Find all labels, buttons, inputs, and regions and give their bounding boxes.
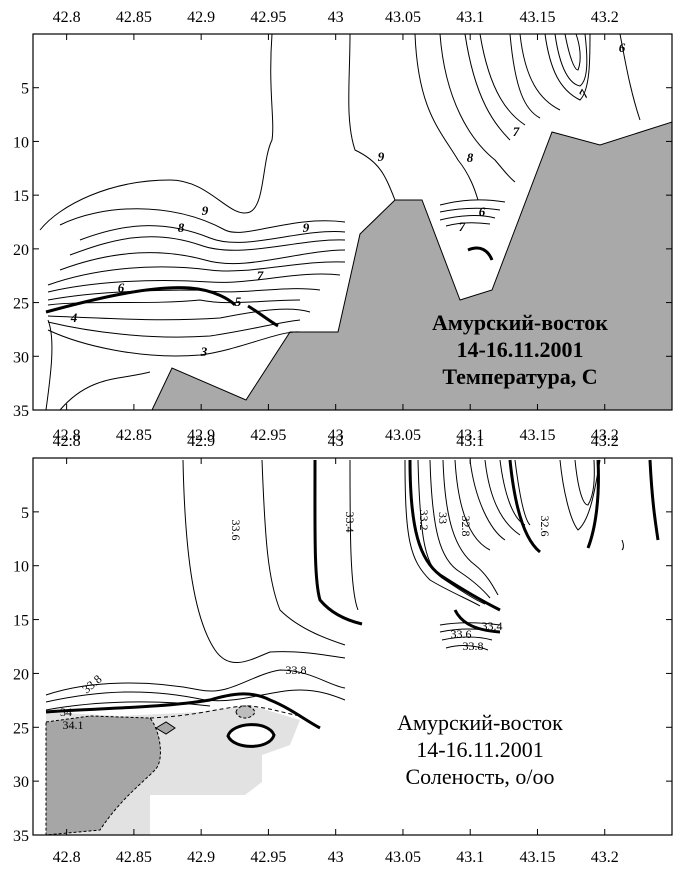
contour-label: 9 — [202, 203, 209, 218]
contour-label: 34.1 — [63, 718, 84, 732]
contour-label: 32.6 — [538, 516, 552, 537]
x-tick-top-label: 42.85 — [116, 9, 152, 26]
contour-label: 33 — [436, 512, 450, 524]
x-tick-top-label: 43.1 — [456, 9, 484, 26]
x-tick-bottom-label: 43 — [328, 849, 344, 866]
y-tick-label: 25 — [13, 720, 29, 737]
x-tick-top-label: 42.9 — [187, 9, 215, 26]
y-tick-label: 30 — [13, 349, 29, 366]
y-tick-label: 15 — [13, 613, 29, 630]
salinity-bold-isolines — [45, 459, 660, 730]
contour-label: 32.8 — [459, 516, 473, 537]
annotation-line: 14-16.11.2001 — [416, 737, 544, 762]
temperature-isolines — [39, 33, 641, 411]
contour-label: 33.6 — [229, 520, 243, 541]
y-tick-label: 5 — [21, 505, 29, 522]
contour-label: 6 — [118, 280, 125, 295]
salinity-frame — [32, 457, 673, 836]
x-tick-top-label: 43.2 — [591, 9, 619, 26]
x-tick-bottom-label: 42.9 — [187, 849, 215, 866]
y-tick-label: 5 — [21, 81, 29, 98]
bold-isolines — [45, 246, 494, 328]
x-tick-top-label: 43.05 — [385, 9, 421, 26]
x-tick-bottom-label: 43.15 — [519, 849, 555, 866]
contour-label: 9 — [303, 220, 310, 235]
x-tick-bottom-label: 42.8 — [53, 849, 81, 866]
annotation-line: Амурский-восток — [397, 710, 563, 735]
x-tick-bottom-label: 43 — [328, 427, 344, 444]
y-tick-label: 15 — [13, 188, 29, 205]
contour-label: 6 — [619, 40, 626, 55]
x-tick-bottom-label: 43.05 — [385, 849, 421, 866]
contour-label: 9 — [378, 149, 385, 164]
annotation-line: Температура, С — [442, 364, 597, 389]
x-tick-bottom-label: 43.15 — [519, 427, 555, 444]
contour-label: 33.4 — [343, 512, 357, 533]
x-tick-top-label: 43.2 — [591, 433, 619, 450]
x-tick-bottom-label: 43.2 — [591, 427, 619, 444]
x-tick-bottom-label: 42.95 — [250, 427, 286, 444]
x-tick-bottom-label: 42.95 — [250, 849, 286, 866]
x-tick-bottom-label: 42.8 — [53, 427, 81, 444]
x-tick-bottom-label: 42.85 — [116, 427, 152, 444]
contour-label: 33.8 — [79, 672, 104, 696]
y-tick-label: 25 — [13, 296, 29, 313]
x-tick-top-label: 42.95 — [250, 9, 286, 26]
x-tick-top-label: 42.8 — [53, 9, 81, 26]
contour-label: 3 — [200, 344, 208, 359]
x-tick-top-label: 42.9 — [187, 433, 215, 450]
y-tick-label: 30 — [13, 774, 29, 791]
annotation-line: 14-16.11.2001 — [456, 337, 583, 362]
x-tick-bottom-label: 42.85 — [116, 849, 152, 866]
y-tick-label: 20 — [13, 242, 29, 259]
contour-label: 7 — [459, 219, 466, 234]
contour-label: 6 — [479, 204, 486, 219]
contour-label: 8 — [467, 150, 474, 165]
salinity-isolines — [45, 459, 624, 711]
y-tick-label: 20 — [13, 666, 29, 683]
y-tick-label: 35 — [13, 403, 29, 420]
x-tick-top-label: 43 — [328, 9, 344, 26]
salinity-panel: 42.8 42.9 43 43.1 43.2 42.8 42.85 42.9 42.95 43 43… — [13, 433, 673, 866]
x-tick-top-label: 43.15 — [519, 9, 555, 26]
salinity-dark-area — [45, 715, 161, 836]
contour-label: 4 — [70, 310, 78, 325]
contour-label: 7 — [257, 268, 264, 283]
y-tick-label: 10 — [13, 134, 29, 151]
x-tick-bottom-label: 43.2 — [591, 849, 619, 866]
x-tick-bottom-label: 43.05 — [385, 427, 421, 444]
temperature-frame — [32, 33, 673, 411]
seabed-area — [151, 121, 673, 411]
x-tick-bottom-label: 43.1 — [456, 849, 484, 866]
contour-label: 7 — [513, 124, 520, 139]
annotation-line: Соленость, о/оо — [406, 764, 555, 789]
x-tick-top-label: 42.8 — [53, 433, 81, 450]
y-tick-label: 35 — [13, 828, 29, 845]
contour-label: 33.6 — [451, 627, 472, 641]
contour-label: 5 — [235, 294, 242, 309]
contour-label: 8 — [178, 220, 185, 235]
contour-label: 33.4 — [482, 619, 503, 633]
salinity-small-oval — [235, 705, 256, 719]
contour-label: 33.8 — [463, 639, 484, 653]
contour-label: 33.8 — [286, 663, 307, 677]
x-tick-top-label: 43 — [328, 433, 344, 450]
y-tick-label: 10 — [13, 559, 29, 576]
salinity-dashed-isoline — [149, 705, 301, 719]
x-tick-top-label: 43.1 — [456, 433, 484, 450]
contour-label: 34 — [60, 705, 72, 719]
x-tick-bottom-label: 42.9 — [187, 427, 215, 444]
x-tick-bottom-label: 43.1 — [456, 427, 484, 444]
contour-label: 33.2 — [417, 510, 431, 531]
salinity-small-diamond — [155, 721, 176, 735]
salinity-white-oval — [226, 723, 276, 748]
annotation-line: Амурский-восток — [432, 310, 608, 335]
